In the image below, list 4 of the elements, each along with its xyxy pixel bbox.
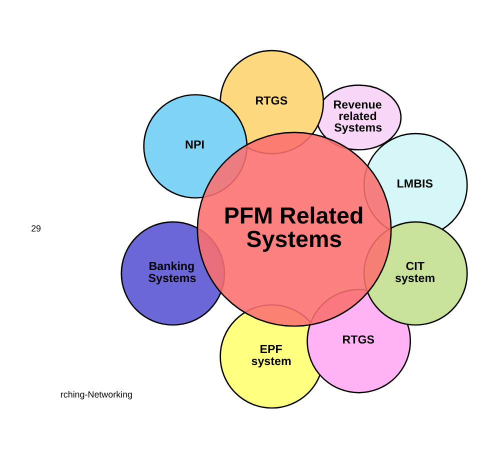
label: 29 bbox=[31, 223, 42, 234]
node-ellipse: Revenue related Systems bbox=[316, 84, 402, 150]
node-circle: NPI bbox=[143, 94, 248, 198]
label: rching-Networking bbox=[60, 389, 133, 400]
